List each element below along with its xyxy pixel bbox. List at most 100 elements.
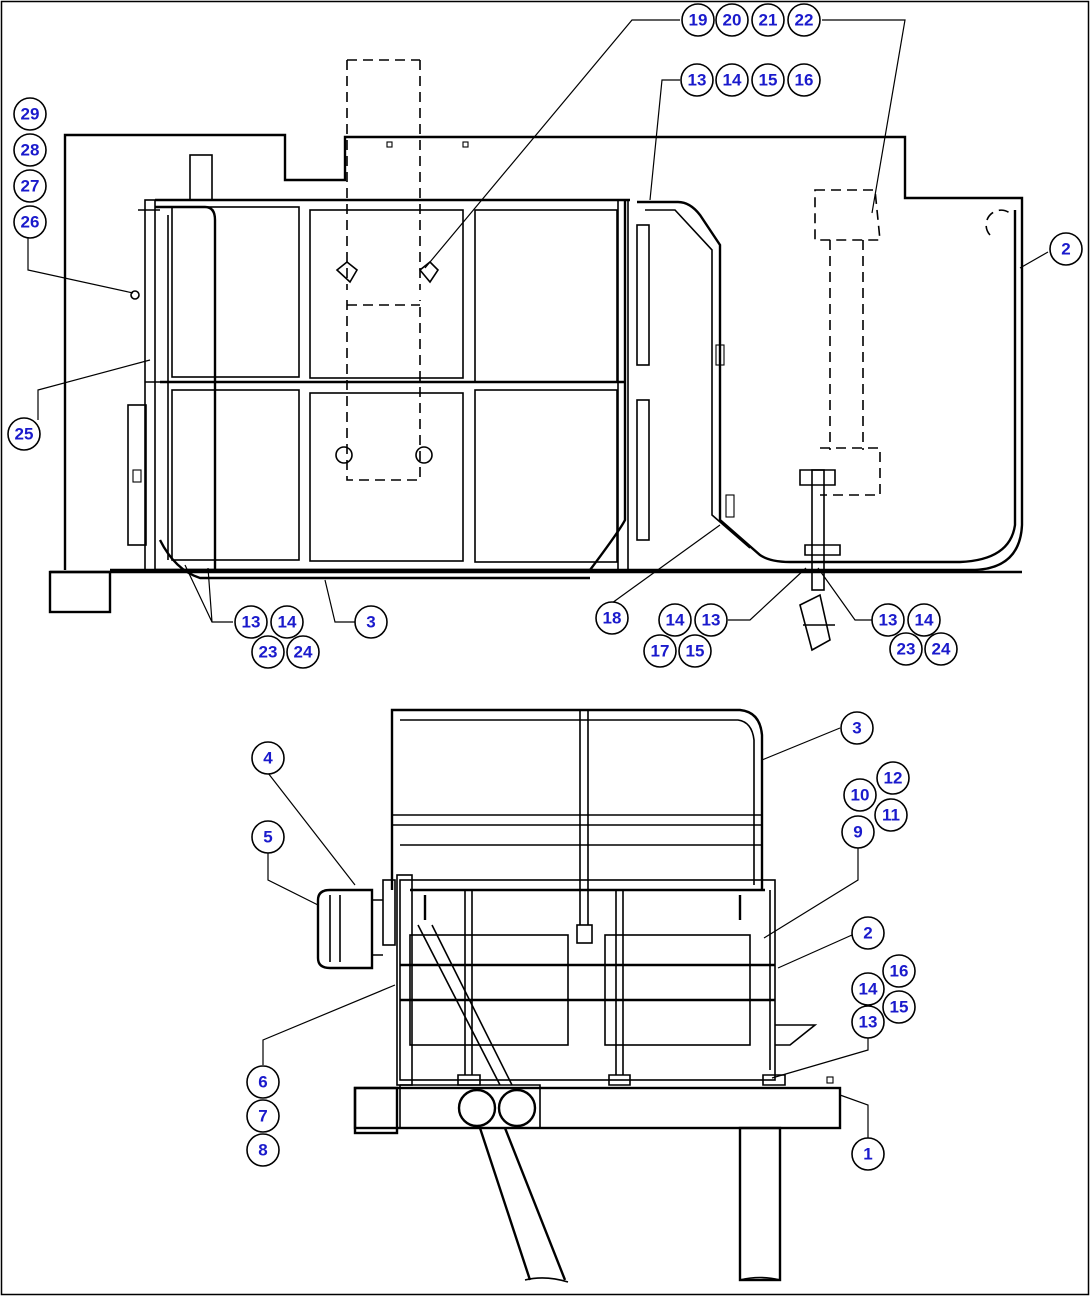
callout-13: 13 — [851, 1005, 885, 1039]
callout-14: 14 — [907, 603, 941, 637]
callout-16: 16 — [787, 63, 821, 97]
bracket — [636, 224, 650, 366]
ladder-detail — [799, 469, 841, 556]
callout-23: 23 — [889, 632, 923, 666]
railing-left-mid — [138, 209, 160, 383]
callout-label: 7 — [258, 1107, 267, 1126]
callout-10: 10 — [843, 778, 877, 812]
callout-label: 17 — [651, 642, 670, 661]
callout-label: 14 — [859, 980, 878, 999]
leader-lines — [27, 19, 1049, 1138]
callout-label: 15 — [686, 642, 705, 661]
handrail-inner — [392, 719, 762, 885]
callout-13: 13 — [871, 603, 905, 637]
callout-label: 14 — [278, 613, 297, 632]
rail-post — [617, 199, 629, 571]
leg-diag — [478, 1127, 567, 1281]
side-panel-small — [132, 469, 142, 483]
callout-14: 14 — [851, 972, 885, 1006]
callout-26: 26 — [13, 205, 47, 239]
side-view — [316, 708, 842, 1283]
callout-label: 26 — [21, 213, 40, 232]
hub — [399, 1084, 541, 1128]
callout-11: 11 — [874, 798, 908, 832]
body-top — [410, 888, 765, 920]
callout-label: 14 — [723, 71, 742, 90]
callout-15: 15 — [751, 63, 785, 97]
callout-label: 19 — [689, 11, 708, 30]
callout-label: 23 — [259, 643, 278, 662]
panel-right — [604, 934, 751, 1046]
lamp-5-inner — [329, 895, 383, 962]
callout-label: 20 — [723, 11, 742, 30]
hinge — [715, 344, 725, 366]
callout-13: 13 — [680, 63, 714, 97]
boom-fitting — [335, 446, 433, 464]
callout-label: 16 — [890, 962, 909, 981]
callout-label: 2 — [1061, 240, 1070, 259]
callout-label: 12 — [884, 769, 903, 788]
ladder-step — [799, 593, 835, 652]
callout-label: 15 — [890, 998, 909, 1017]
boom-dashed — [346, 59, 421, 481]
railing-2-side — [400, 963, 775, 1002]
callout-28: 28 — [13, 133, 47, 167]
side-panel — [127, 404, 147, 546]
bolt-mark — [386, 141, 393, 148]
callout-label: 10 — [851, 786, 870, 805]
callout-2: 2 — [1049, 232, 1083, 266]
callout-1: 1 — [851, 1137, 885, 1171]
callout-21: 21 — [751, 3, 785, 37]
callout-label: 13 — [242, 613, 261, 632]
callout-20: 20 — [715, 3, 749, 37]
leg-vert — [738, 1126, 782, 1282]
railing-18 — [637, 200, 1017, 564]
callout-label: 23 — [897, 640, 916, 659]
panel — [171, 389, 300, 561]
panel — [171, 206, 300, 378]
callout-label: 13 — [702, 611, 721, 630]
railing-18-inner — [645, 209, 751, 549]
diag-tube — [417, 924, 513, 1086]
callout-label: 13 — [859, 1013, 878, 1032]
callout-label: 3 — [366, 613, 375, 632]
callout-13: 13 — [694, 603, 728, 637]
callout-27: 27 — [13, 169, 47, 203]
panel-left — [409, 934, 569, 1046]
panel — [474, 209, 618, 383]
lamp-dashed — [985, 209, 1013, 236]
callout-label: 6 — [258, 1073, 267, 1092]
callout-label: 14 — [666, 611, 685, 630]
callout-label: 9 — [853, 823, 862, 842]
hinge — [725, 494, 735, 518]
panel — [309, 392, 464, 562]
callout-25: 25 — [7, 417, 41, 451]
callout-label: 4 — [263, 749, 273, 768]
callout-label: 1 — [863, 1145, 872, 1164]
callout-4: 4 — [251, 741, 285, 775]
callout-label: 5 — [263, 828, 272, 847]
callout-label: 18 — [603, 609, 622, 628]
wheel — [497, 1088, 537, 1128]
callout-label: 13 — [879, 611, 898, 630]
callout-24: 24 — [286, 635, 320, 669]
railing-left — [155, 205, 217, 570]
base-platform-1 — [353, 1086, 842, 1130]
callout-19: 19 — [681, 3, 715, 37]
callout-15: 15 — [882, 990, 916, 1024]
callout-24: 24 — [924, 632, 958, 666]
handrail-3 — [158, 200, 627, 580]
callout-label: 28 — [21, 141, 40, 160]
callout-16: 16 — [882, 954, 916, 988]
exhaust-stack — [189, 154, 213, 201]
left-handrail — [155, 198, 630, 572]
wheel — [457, 1088, 497, 1128]
handrail-3-side — [390, 708, 764, 890]
callout-12: 12 — [876, 761, 910, 795]
panel — [309, 209, 464, 379]
callout-15: 15 — [678, 634, 712, 668]
callout-label: 15 — [759, 71, 778, 90]
callout-14: 14 — [658, 603, 692, 637]
